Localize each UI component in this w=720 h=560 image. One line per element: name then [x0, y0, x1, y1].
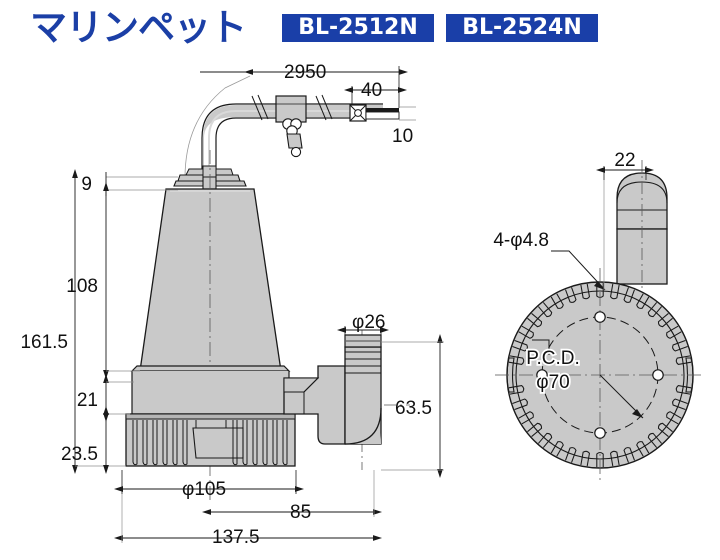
outlet-elbow — [283, 330, 410, 470]
pump-body — [125, 150, 410, 500]
mounting-holes — [536, 311, 664, 439]
dimension-terminal-height: 10 — [392, 106, 416, 147]
pcd-label-line1: P.C.D. — [526, 348, 580, 369]
cable-terminal-connector — [349, 104, 367, 122]
dim-label-outlet-height: 63.5 — [395, 398, 432, 419]
dim-label-cap-height: 9 — [81, 174, 92, 195]
dim-label-base-height: 21 — [77, 390, 98, 411]
dimension-outlet-width: 22 — [596, 150, 654, 290]
drawing-header: マリンペット BL-2512N BL-2524N — [0, 0, 720, 56]
dim-label-body-height: 108 — [66, 276, 98, 297]
dimension-cable-length: 2950 — [200, 62, 408, 108]
cable-assembly — [184, 75, 400, 179]
dim-label-hole-callout: 4-φ4.8 — [493, 230, 549, 251]
dim-label-outlet-offset: 85 — [290, 502, 311, 523]
dimension-terminal-length: 40 — [344, 80, 407, 104]
dimension-cap-height: 9 — [81, 172, 178, 196]
dim-label-base-diameter: φ105 — [182, 479, 226, 500]
dim-label-cable-length: 2950 — [284, 62, 326, 83]
dimension-outlet-height: 63.5 — [381, 334, 444, 478]
dim-label-strainer-height: 23.5 — [61, 444, 98, 465]
dimension-outlet-bore: φ26 — [337, 312, 389, 336]
dim-label-overall-width: 137.5 — [212, 527, 260, 548]
dim-label-outlet-width: 22 — [614, 150, 635, 171]
dimension-strainer-height: 23.5 — [61, 406, 109, 474]
bottom-plan-view: P.C.D. φ70 4-φ4.8 22 — [493, 150, 705, 482]
model-badge-bl-2524n: BL-2524N — [446, 14, 598, 42]
model-badge-bl-2512n: BL-2512N — [282, 14, 434, 42]
hole-callout: 4-φ4.8 — [493, 230, 606, 291]
brand-logo: マリンペット — [30, 6, 247, 49]
dimension-total-height: 161.5 — [20, 169, 126, 474]
outlet-port-plan — [616, 160, 668, 300]
dim-label-outlet-bore: φ26 — [352, 312, 385, 333]
dim-label-total-height: 161.5 — [20, 332, 68, 353]
radial-slot-ring — [508, 283, 692, 467]
dimension-base-height: 21 — [77, 374, 134, 422]
dimension-base-diameter: φ105 — [114, 470, 304, 500]
pcd-label-line2: φ70 — [536, 372, 569, 393]
dimension-outlet-offset: 85 — [202, 470, 382, 523]
strainer-grate — [125, 413, 296, 467]
dim-label-terminal-length: 40 — [361, 80, 382, 101]
dim-label-terminal-height: 10 — [392, 126, 413, 147]
dimension-body-height: 108 — [66, 182, 140, 379]
pcd-annotation: P.C.D. φ70 — [524, 339, 582, 395]
dimension-overall-width: 137.5 — [114, 494, 382, 548]
fuse-connector-nut — [282, 118, 303, 158]
